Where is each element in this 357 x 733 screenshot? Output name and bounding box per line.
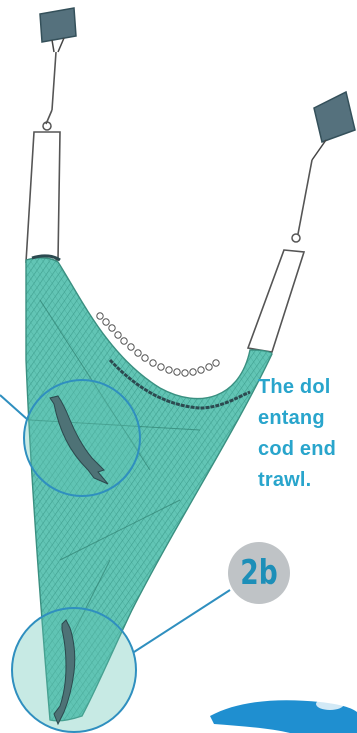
caption-line-4: trawl.: [258, 465, 357, 496]
left-cable: [46, 52, 56, 124]
right-shackle-icon: [292, 234, 300, 242]
callout-leader-lower: [134, 590, 230, 652]
caption-line-2: entang: [258, 403, 357, 434]
left-float-plate: [40, 8, 76, 52]
right-float-plate: [312, 92, 355, 160]
step-badge-label: 2b: [235, 542, 283, 604]
caption-text: The dol entang cod end trawl.: [258, 372, 357, 496]
caption-line-3: cod end: [258, 434, 357, 465]
callout-circle-upper: [24, 380, 140, 496]
callout-leader-upper: [0, 395, 28, 420]
water-highlight: [316, 698, 344, 710]
left-otter-pole: [26, 132, 60, 262]
caption-line-1: The dol: [258, 372, 357, 403]
right-otter-pole: [248, 250, 304, 352]
step-badge: 2b: [228, 542, 290, 604]
right-cable: [298, 160, 312, 234]
